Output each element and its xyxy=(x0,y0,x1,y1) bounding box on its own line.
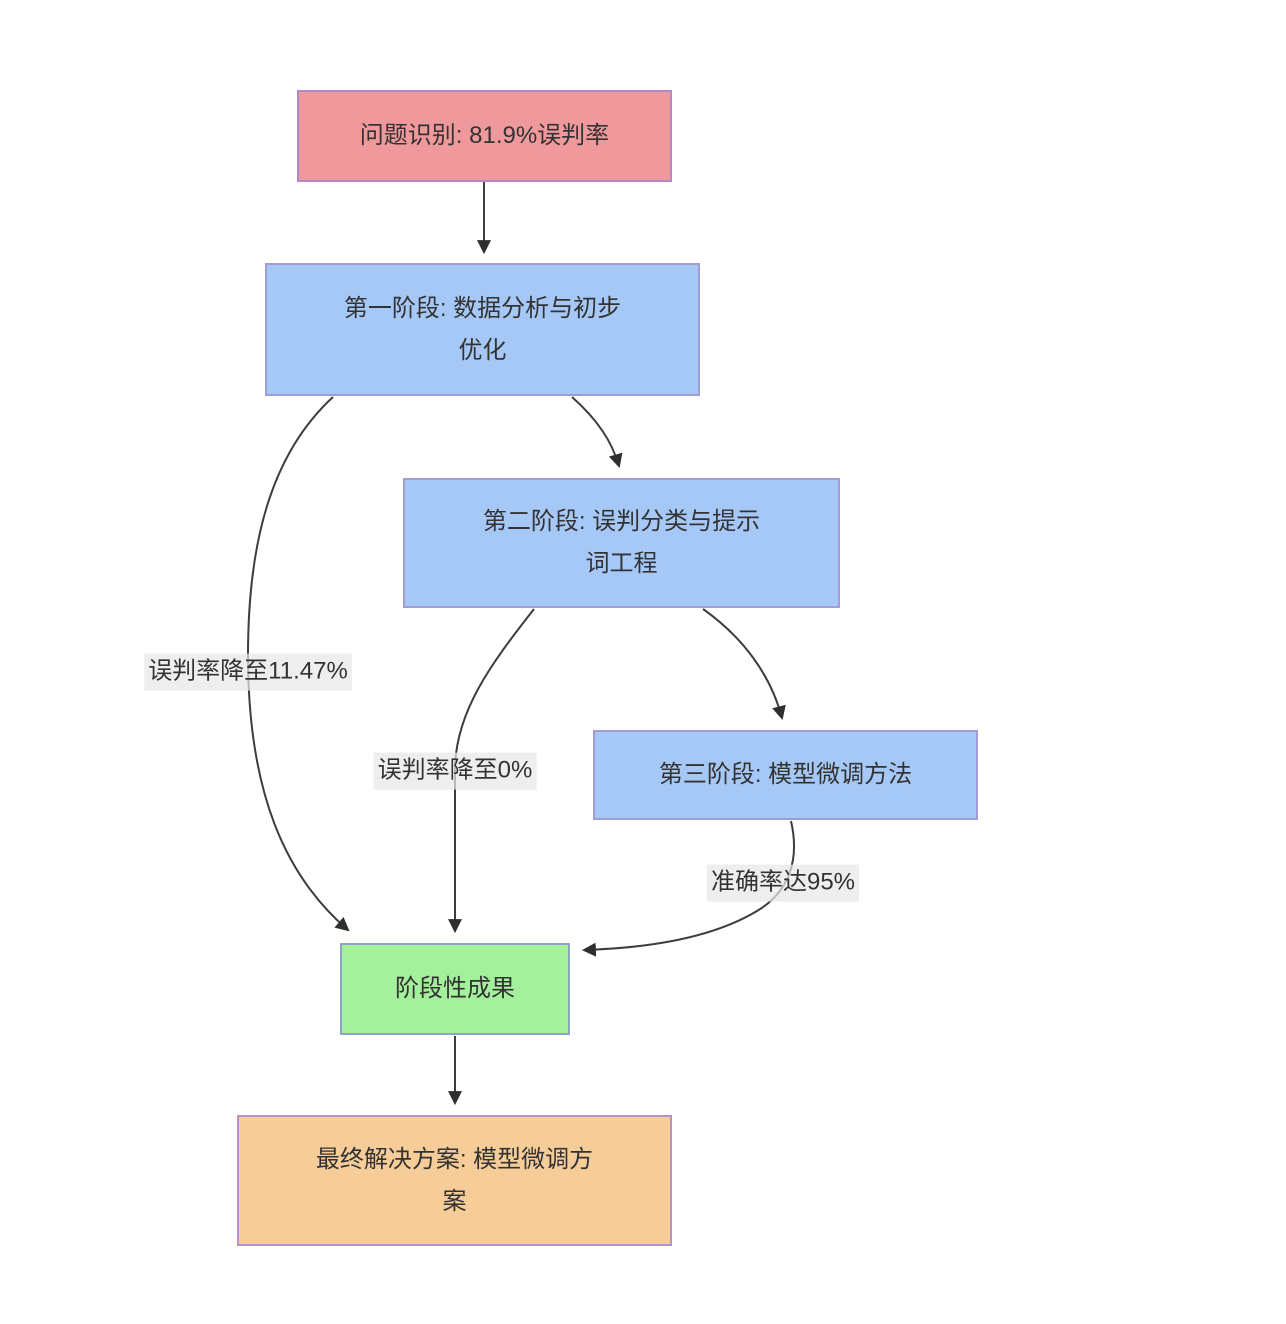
node-text: 问题识别: 81.9%误判率 xyxy=(359,122,610,149)
edge-label-phase2-to-milestone: 误判率降至0% xyxy=(373,752,537,790)
node-text: 案 xyxy=(442,1187,467,1215)
node-text: 词工程 xyxy=(585,550,658,577)
node-phase-1: 第一阶段: 数据分析与初步 优化 xyxy=(265,263,700,396)
edge-phase2-phase3 xyxy=(702,608,786,721)
node-text: 第三阶段: 模型微调方法 xyxy=(658,761,913,788)
edge-label-phase3-to-milestone: 准确率达95% xyxy=(706,864,860,902)
node-text: 第一阶段: 数据分析与初步 xyxy=(343,294,622,322)
node-milestone-results: 阶段性成果 xyxy=(340,943,570,1035)
node-problem-identification: 问题识别: 81.9%误判率 xyxy=(297,90,672,182)
edge-phase1-phase2 xyxy=(571,396,623,469)
node-text: 阶段性成果 xyxy=(395,975,515,1002)
node-text: 最终解决方案: 模型微调方 xyxy=(315,1145,594,1173)
node-phase-2: 第二阶段: 误判分类与提示 词工程 xyxy=(403,478,840,608)
edge-phase3-milestone xyxy=(581,820,795,957)
node-text: 优化 xyxy=(458,336,507,364)
node-final-solution: 最终解决方案: 模型微调方 案 xyxy=(237,1115,672,1246)
node-text: 第二阶段: 误判分类与提示 xyxy=(482,508,761,535)
node-phase-3: 第三阶段: 模型微调方法 xyxy=(593,730,978,820)
edge-label-phase1-to-milestone: 误判率降至11.47% xyxy=(144,653,352,691)
